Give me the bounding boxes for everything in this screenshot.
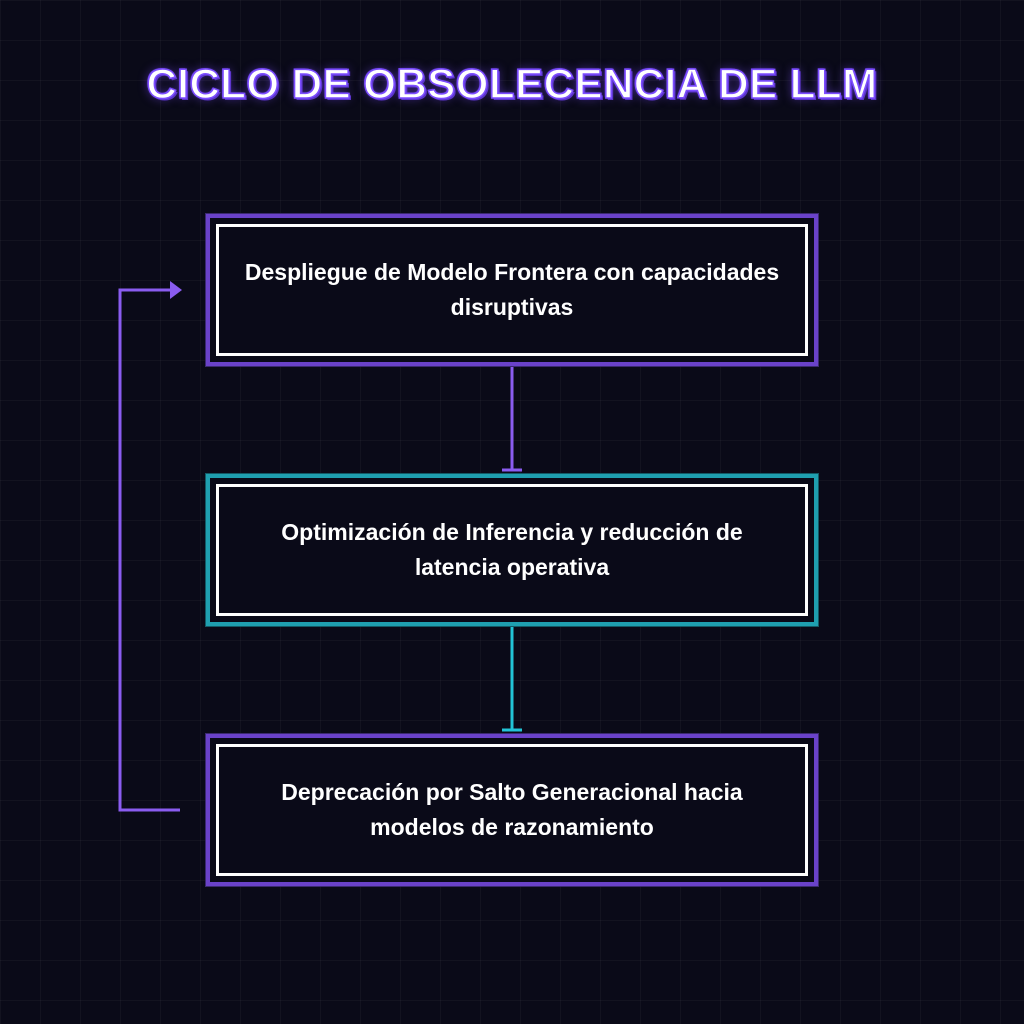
node-label: Optimización de Inferencia y reducción d…: [281, 519, 743, 580]
loop-back-arrowhead: [170, 281, 182, 299]
node-inner-border: [216, 224, 808, 356]
node-inference-optimization: Optimización de Inferencia y reducción d…: [206, 474, 818, 626]
node-deprecation: Deprecación por Salto Generacional hacia…: [206, 734, 818, 886]
diagram-title: CICLO DE OBSOLECENCIA DE LLM: [146, 59, 878, 108]
node-label: Deprecación por Salto Generacional hacia…: [281, 779, 743, 840]
node-model-deployment: Despliegue de Modelo Frontera con capaci…: [206, 214, 818, 366]
loop-back-connector: [118, 288, 180, 812]
node-inner-border: [216, 744, 808, 876]
node-label: Despliegue de Modelo Frontera con capaci…: [244, 259, 780, 320]
node-inner-border: [216, 484, 808, 616]
